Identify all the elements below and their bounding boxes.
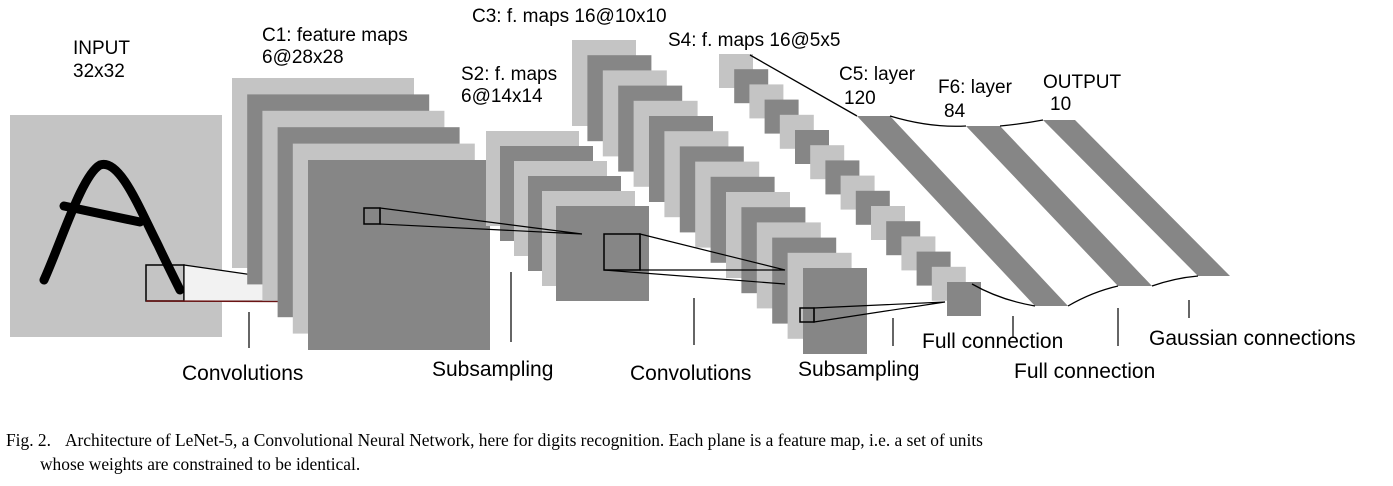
full-connection-label-1: Full connection xyxy=(922,330,1063,353)
caption-line-2: whose weights are constrained to be iden… xyxy=(40,454,361,474)
s2-name-label: S2: f. maps xyxy=(461,64,557,85)
convolutions-label-2: Convolutions xyxy=(630,362,751,385)
gaussian-connections-label: Gaussian connections xyxy=(1149,327,1356,350)
f6-to-output-bottom-line xyxy=(1151,275,1199,287)
input-digit-crossbar xyxy=(59,201,145,227)
output-size-label: 10 xyxy=(1050,94,1071,115)
f6-size-label: 84 xyxy=(944,101,966,122)
c1-feature-maps-stack xyxy=(232,78,490,350)
figure-number: Fig. 2. xyxy=(6,430,51,450)
s4-to-c5-top-line xyxy=(749,54,858,117)
c1-receptive-field xyxy=(363,207,583,235)
s4-feature-maps-stack xyxy=(719,54,981,316)
c3-name-label: C3: f. maps 16@10x10 xyxy=(472,6,667,27)
s2-feature-map-plane xyxy=(556,206,649,301)
full-connection-label-2: Full connection xyxy=(1014,360,1155,383)
lenet-architecture-diagram: INPUT 32x32 C1: feature maps 6@28x28 S2:… xyxy=(10,6,1356,385)
operation-labels: Convolutions Subsampling Convolutions Su… xyxy=(182,327,1356,385)
s2-size-label: 6@14x14 xyxy=(461,86,543,107)
c5-to-f6-top-line xyxy=(889,115,967,127)
c5-name-label: C5: layer xyxy=(839,64,916,85)
figure-caption: Fig. 2. Architecture of LeNet-5, a Convol… xyxy=(6,428,1390,476)
operation-leader-lines xyxy=(248,272,1190,348)
c1-size-label: 6@28x28 xyxy=(262,47,344,68)
convolutions-label-1: Convolutions xyxy=(182,362,303,385)
c5-size-label: 120 xyxy=(844,88,876,109)
c5-layer-bar xyxy=(857,116,1068,306)
subsampling-label-2: Subsampling xyxy=(798,358,919,381)
c3-receptive-field xyxy=(799,301,946,323)
fully-connected-layers xyxy=(749,54,1230,307)
s2-feature-maps-stack xyxy=(486,131,649,301)
c1-name-label: C1: feature maps xyxy=(262,25,408,46)
output-layer-bar xyxy=(1043,120,1230,276)
c1-feature-map-plane xyxy=(308,160,490,350)
subsampling-label-1: Subsampling xyxy=(432,358,553,381)
c3-feature-map-plane xyxy=(803,268,867,354)
input-plane xyxy=(10,115,222,337)
input-digit-stroke xyxy=(39,160,185,295)
f6-name-label: F6: layer xyxy=(938,77,1013,98)
s4-name-label: S4: f. maps 16@5x5 xyxy=(668,30,840,51)
s4-to-c5-bottom-line xyxy=(971,283,1036,307)
s2-receptive-field xyxy=(603,233,786,285)
caption-line-1: Architecture of LeNet-5, a Convolutional… xyxy=(64,430,983,450)
f6-to-output-top-line xyxy=(999,119,1044,127)
f6-layer-bar xyxy=(966,126,1152,286)
input-size-label: 32x32 xyxy=(73,61,125,82)
input-name-label: INPUT xyxy=(73,38,130,59)
layer-labels: INPUT 32x32 C1: feature maps 6@28x28 S2:… xyxy=(73,6,1122,122)
output-name-label: OUTPUT xyxy=(1043,72,1122,93)
s4-feature-map-plane xyxy=(947,282,981,316)
c5-to-f6-bottom-line xyxy=(1067,285,1119,307)
